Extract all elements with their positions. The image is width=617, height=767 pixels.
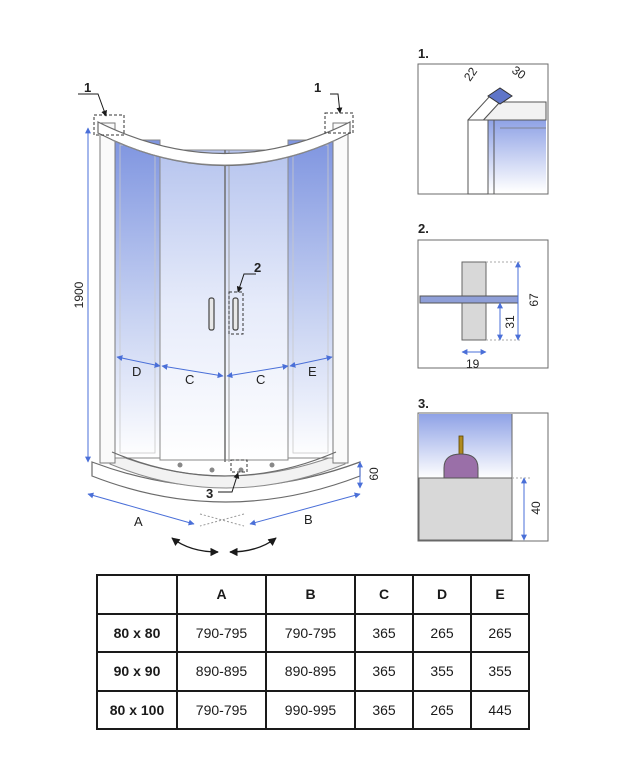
detail-2-box	[417, 239, 549, 369]
base-dimensions	[87, 492, 361, 527]
table-cell: 365	[354, 612, 414, 653]
table-row: 80 x 80 790-795 790-795 365 265 265	[96, 612, 530, 653]
table-cell: 890-895	[176, 651, 267, 692]
callout-2: 2	[254, 260, 261, 275]
left-sliding-door	[159, 149, 226, 461]
size-cell: 80 x 100	[96, 689, 178, 730]
table-row: 80 x 100 790-795 990-995 365 265 445	[96, 689, 530, 730]
dim-a-label: A	[134, 514, 143, 529]
size-cell: 80 x 80	[96, 612, 178, 653]
table-cell: 355	[412, 651, 472, 692]
height-label: 1900	[72, 281, 86, 308]
table-header-a: A	[176, 574, 267, 615]
table-cell: 365	[354, 651, 414, 692]
bottom-curved-rail	[111, 451, 337, 477]
detail-3-title: 3.	[418, 396, 429, 411]
table-cell: 265	[412, 689, 472, 730]
table-header-d: D	[412, 574, 472, 615]
dim-b-label: B	[304, 512, 313, 527]
callout-leaders	[78, 93, 343, 493]
left-fixed-panel	[114, 139, 161, 459]
table-cell: 790-795	[176, 612, 267, 653]
table-cell: 355	[470, 651, 530, 692]
detail-2-dim-31: 31	[503, 315, 517, 329]
tray-height-label: 60	[367, 467, 381, 481]
table-cell: 890-895	[265, 651, 356, 692]
roller-knob	[443, 453, 479, 479]
detail-2-dim-19: 19	[466, 357, 480, 371]
table-cell: 265	[412, 612, 472, 653]
callout-1-right: 1	[314, 80, 321, 95]
table-cell: 265	[470, 612, 530, 653]
callout-3: 3	[206, 486, 213, 501]
table-header	[96, 574, 178, 615]
table-header-b: B	[265, 574, 356, 615]
detail-3-dim-40: 40	[529, 501, 543, 515]
left-handle	[208, 297, 215, 331]
detail-2-dim-67: 67	[527, 293, 541, 307]
table-cell: 445	[470, 689, 530, 730]
table-cell: 990-995	[265, 689, 356, 730]
detail-3-box	[417, 412, 549, 542]
left-wall-profile	[99, 122, 116, 464]
seg-c-left-label: C	[185, 372, 194, 387]
size-table: A B C D E 80 x 80 790-795 790-795 365 26…	[96, 574, 530, 730]
seg-d-label: D	[132, 364, 141, 379]
detail-1-title: 1.	[418, 46, 429, 61]
size-cell: 90 x 90	[96, 651, 178, 692]
table-header-row: A B C D E	[96, 574, 530, 615]
roller-feet	[177, 462, 275, 473]
detail-1-box	[417, 63, 549, 195]
seg-e-label: E	[308, 364, 317, 379]
table-cell: 365	[354, 689, 414, 730]
right-fixed-panel	[287, 139, 334, 459]
table-row: 90 x 90 890-895 890-895 365 355 355	[96, 651, 530, 692]
right-handle	[232, 297, 239, 331]
segment-dimensions	[116, 355, 333, 379]
shower-cabin	[91, 112, 361, 503]
detail-2-title: 2.	[418, 221, 429, 236]
reversible-arrows-icon	[171, 537, 277, 557]
right-wall-profile	[332, 122, 349, 464]
table-cell: 790-795	[176, 689, 267, 730]
callout-1-left: 1	[84, 80, 91, 95]
table-header-e: E	[470, 574, 530, 615]
table-cell: 790-795	[265, 612, 356, 653]
table-header-c: C	[354, 574, 414, 615]
seg-c-right-label: C	[256, 372, 265, 387]
